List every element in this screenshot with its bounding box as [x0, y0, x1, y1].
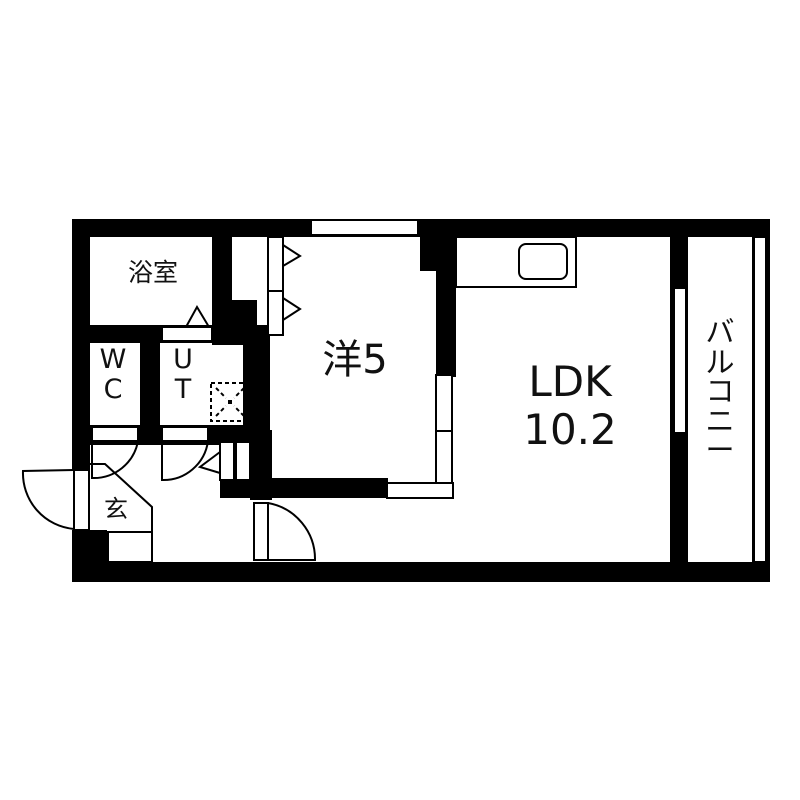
- room-label-bathroom: 浴室: [127, 258, 178, 287]
- balcony-char: バ: [705, 315, 735, 349]
- closet-door-1: [267, 236, 284, 292]
- outer-wall-bottom: [72, 562, 770, 582]
- room-label-balcony: バ ル コ ニ ー: [700, 315, 740, 468]
- room-label-entrance: 玄: [104, 495, 128, 523]
- closet-arrow-icon: [282, 297, 302, 321]
- room-label-ldk: LDK 10.2: [495, 357, 645, 455]
- bath-door: [161, 326, 213, 342]
- balcony-char: ー: [705, 433, 735, 468]
- balcony-char: ニ: [705, 403, 735, 438]
- closet-door-2: [267, 290, 284, 336]
- room-label-wc: W C: [96, 345, 130, 404]
- ut-door-frame: [161, 426, 209, 442]
- wall-ldk-left: [436, 219, 456, 377]
- ut-door-swing: [161, 440, 209, 482]
- closet-arrow-icon: [282, 244, 302, 267]
- kitchen-counter: [455, 236, 577, 288]
- room-label-western-room: 洋5: [322, 337, 388, 383]
- kitchen-sink-icon: [518, 243, 568, 280]
- room-label-ldk-line2: 10.2: [523, 405, 617, 455]
- room-label-ut-line2: T: [174, 373, 192, 405]
- wall-yo-left: [252, 330, 270, 500]
- room-label-utility: U T: [166, 345, 200, 404]
- ut-shelf-1: [219, 441, 235, 481]
- room-label-ldk-line1: LDK: [528, 357, 612, 406]
- balcony-char: コ: [705, 374, 735, 409]
- room-label-ut-line1: U: [173, 344, 193, 375]
- entrance-door-frame: [73, 469, 90, 531]
- washer-pan-icon: [210, 382, 250, 422]
- balcony-rail: [753, 236, 767, 563]
- window-yo-top: [310, 219, 419, 236]
- room-label-wc-line1: W: [99, 344, 127, 375]
- ut-shelf-2: [235, 441, 251, 481]
- outer-wall-left: [72, 219, 90, 471]
- entrance-door-swing: [21, 469, 75, 530]
- shoe-cabinet: [107, 531, 153, 563]
- door-arrow-icon: [197, 451, 221, 474]
- yo-door-swing: [267, 502, 317, 561]
- room-label-wc-line2: C: [103, 373, 123, 405]
- yo-bottom-door-frame: [386, 482, 454, 499]
- wall-wc-ut: [140, 343, 160, 443]
- sliding-door-1: [435, 374, 453, 432]
- balcony-char: ル: [705, 344, 735, 379]
- door-arrow-icon: [185, 304, 210, 328]
- yo-lower-door-frame: [253, 502, 269, 561]
- washer-drain-icon: [228, 400, 232, 404]
- wc-door-frame: [91, 426, 139, 442]
- sliding-door-2: [435, 430, 453, 484]
- balcony-window: [673, 287, 687, 434]
- genkan-outline: [90, 463, 153, 562]
- wc-door-swing: [91, 440, 139, 480]
